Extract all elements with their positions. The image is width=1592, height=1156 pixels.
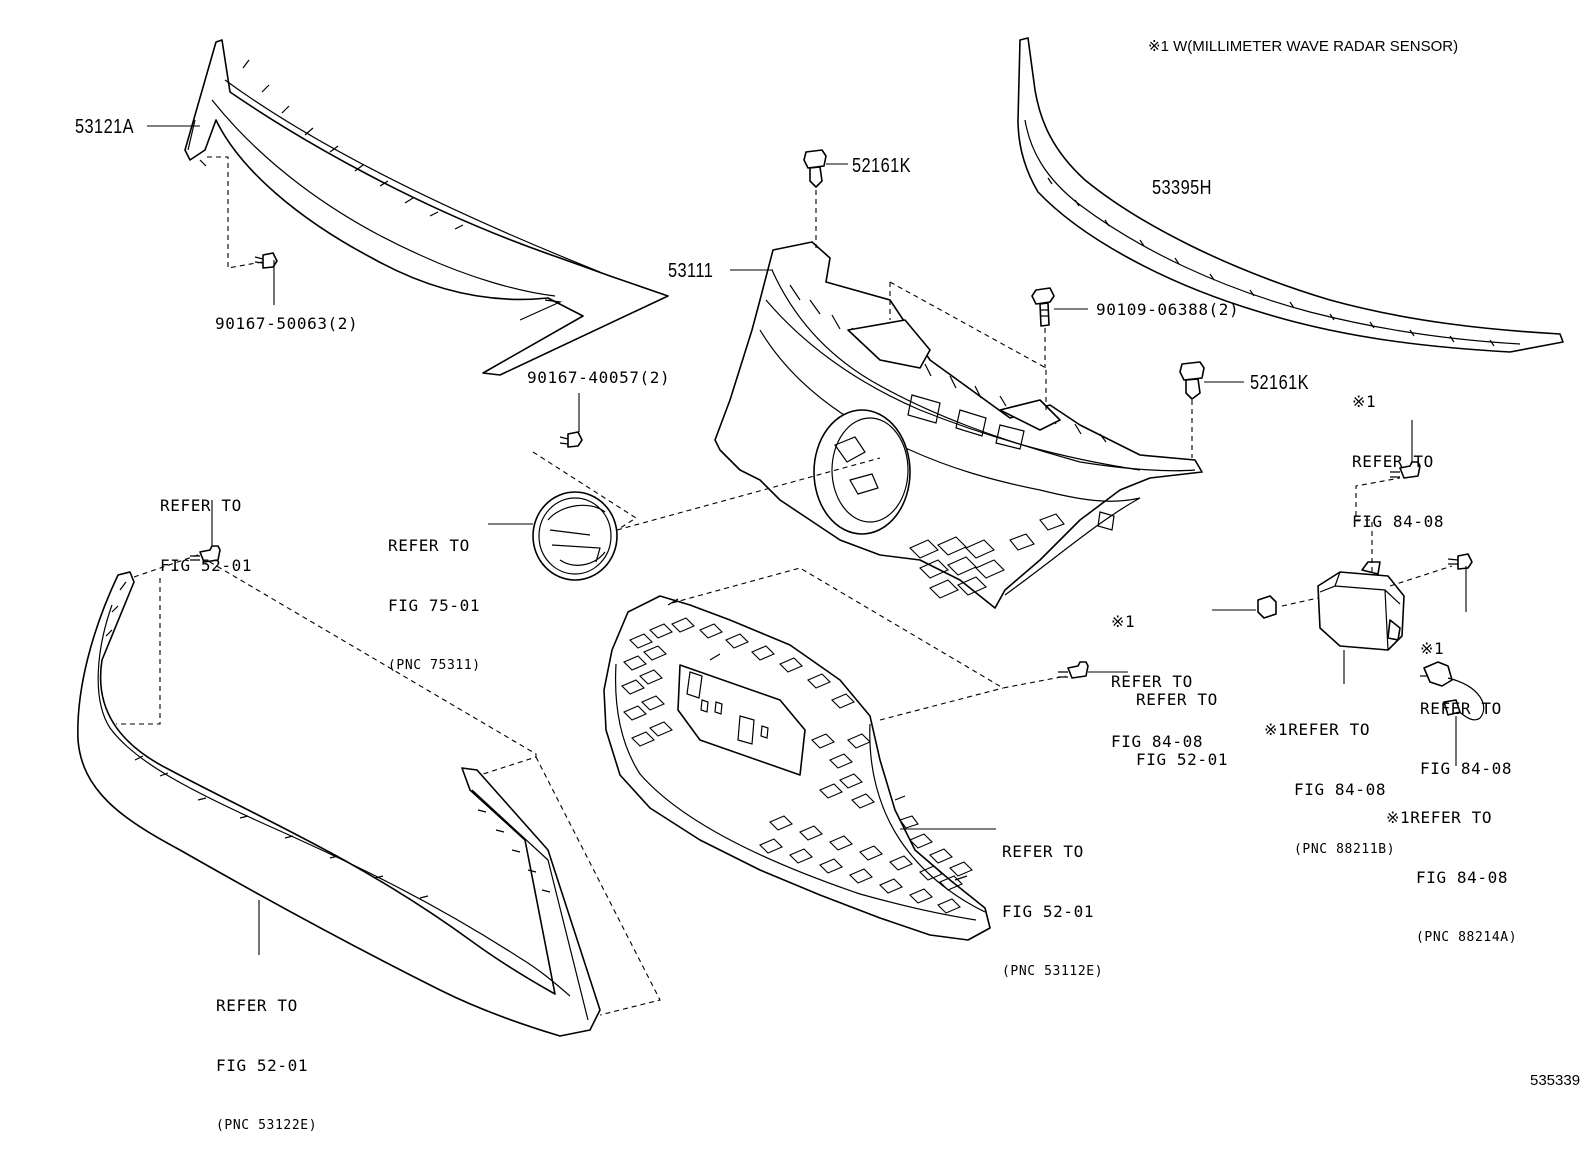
ref-lower-molding-line2: FIG 52-01 <box>216 1056 309 1075</box>
ref-emblem-line2: FIG 75-01 <box>388 596 481 615</box>
ref-radar-sensor-row1: ※1REFER TO <box>1264 720 1395 740</box>
ref-radar-bolt-right: ※1 REFER TO FIG 84-08 <box>1420 599 1512 799</box>
header-note: ※1 W(MILLIMETER WAVE RADAR SENSOR) <box>1148 38 1459 55</box>
part-52161K-top: 52161K <box>852 155 912 177</box>
ref-radiator-grille: REFER TO FIG 52-01 (PNC 53112E) <box>1002 802 1103 1002</box>
ref-clip-left: REFER TO FIG 52-01 <box>160 456 252 596</box>
screw-90167-40057 <box>559 393 583 448</box>
screw-90167-50063 <box>207 156 278 305</box>
ref-clip-left-line2: FIG 52-01 <box>160 556 253 575</box>
ref-radar-connector-mark: ※1 <box>1386 808 1411 827</box>
clip-lower-left <box>190 500 221 563</box>
part-90167-40057: 90167-40057(2) <box>527 368 671 387</box>
ref-radar-nut-left-line2: FIG 84-08 <box>1111 732 1204 751</box>
ref-radiator-grille-line2: FIG 52-01 <box>1002 902 1095 921</box>
ref-radar-sensor: ※1REFER TO FIG 84-08 (PNC 88211B) <box>1264 680 1395 880</box>
ref-radar-connector-pnc: (PNC 88214A) <box>1416 930 1518 945</box>
clip-52161K-top <box>803 149 848 248</box>
bolt-90109-06388 <box>1031 287 1088 368</box>
ref-clip-center: REFER TO FIG 52-01 <box>1136 650 1228 790</box>
ref-radar-connector-line2: FIG 84-08 <box>1416 868 1509 887</box>
ref-radiator-grille-line1: REFER TO <box>1002 842 1084 861</box>
ref-radar-nut-left-line1: REFER TO <box>1111 672 1193 691</box>
ref-radar-nut-left-mark: ※1 <box>1111 612 1136 631</box>
ref-radar-connector-row1: ※1REFER TO <box>1386 808 1517 828</box>
ref-radiator-grille-pnc: (PNC 53112E) <box>1002 964 1104 979</box>
ref-radar-sensor-mark: ※1 <box>1264 720 1289 739</box>
ref-clip-center-line2: FIG 52-01 <box>1136 750 1229 769</box>
clip-52161K-right <box>1179 361 1244 458</box>
ref-emblem-line1: REFER TO <box>388 536 470 555</box>
ref-radar-bolt-right-mark: ※1 <box>1420 639 1445 658</box>
radiator-grille <box>603 567 1067 941</box>
ref-radar-bolt-right-line1: REFER TO <box>1420 699 1502 718</box>
ref-radar-screw-top: ※1 REFER TO FIG 84-08 <box>1352 352 1444 552</box>
ref-emblem: REFER TO FIG 75-01 (PNC 75311) <box>388 496 481 696</box>
emblem <box>488 451 881 581</box>
part-90109-06388: 90109-06388(2) <box>1096 300 1240 319</box>
upper-right-molding <box>1017 37 1564 353</box>
clip-center <box>1058 661 1128 679</box>
ref-lower-molding-line1: REFER TO <box>216 996 298 1015</box>
ref-radar-sensor-pnc: (PNC 88211B) <box>1294 842 1396 857</box>
ref-clip-left-line1: REFER TO <box>160 496 242 515</box>
ref-radar-connector: ※1REFER TO FIG 84-08 (PNC 88214A) <box>1386 768 1517 968</box>
ref-radar-sensor-line1: REFER TO <box>1288 720 1371 739</box>
ref-emblem-pnc: (PNC 75311) <box>388 658 481 673</box>
ref-radar-screw-top-line1: REFER TO <box>1352 452 1434 471</box>
ref-radar-sensor-line2: FIG 84-08 <box>1294 780 1387 799</box>
radar-sensor-assembly <box>1212 420 1485 766</box>
ref-radar-screw-top-mark: ※1 <box>1352 392 1377 411</box>
ref-radar-connector-line1: REFER TO <box>1410 808 1493 827</box>
lower-left-molding <box>77 554 661 1037</box>
upper-left-molding <box>184 39 669 376</box>
part-53395H: 53395H <box>1152 177 1212 199</box>
part-53111: 53111 <box>668 260 714 282</box>
grille-frame-53111 <box>714 241 1203 609</box>
part-52161K-right: 52161K <box>1250 372 1310 394</box>
part-53121A: 53121A <box>75 116 135 138</box>
parts-diagram <box>77 37 1564 1037</box>
ref-radar-screw-top-line2: FIG 84-08 <box>1352 512 1445 531</box>
ref-clip-center-line1: REFER TO <box>1136 690 1218 709</box>
ref-radar-nut-left: ※1 REFER TO FIG 84-08 <box>1111 572 1203 772</box>
part-90167-50063: 90167-50063(2) <box>215 314 359 333</box>
ref-radar-bolt-right-line2: FIG 84-08 <box>1420 759 1513 778</box>
ref-lower-molding: REFER TO FIG 52-01 (PNC 53122E) <box>216 956 317 1156</box>
diagram-id: 535339 <box>1530 1072 1581 1089</box>
ref-lower-molding-pnc: (PNC 53122E) <box>216 1118 318 1133</box>
